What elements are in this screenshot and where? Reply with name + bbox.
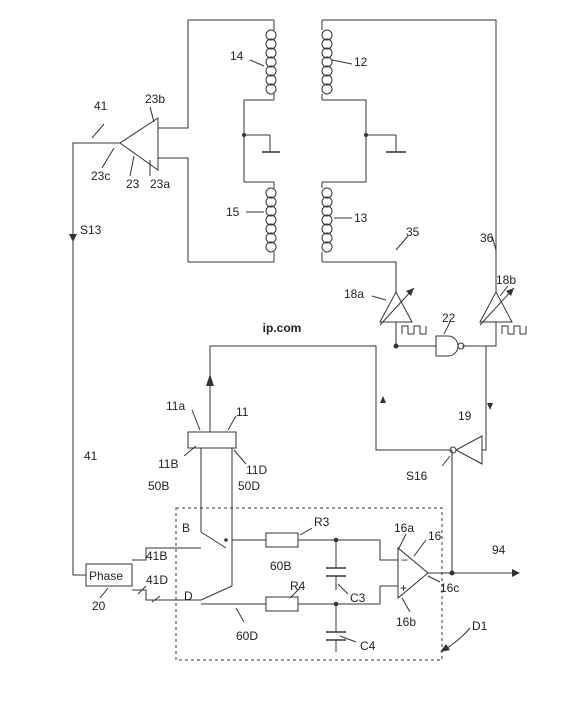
switch-B (200, 524, 233, 549)
resistor-R4 (265, 596, 299, 612)
centre-tap-left (242, 99, 274, 183)
switch-D (200, 540, 233, 605)
op-amp-16: − + (397, 546, 429, 600)
arrow-icon (440, 644, 450, 652)
amplifier-23 (100, 117, 159, 171)
phase-block (85, 563, 133, 587)
svg-text:+: + (400, 581, 407, 595)
label-16c: 16c (440, 581, 459, 595)
wire-41D (132, 589, 201, 601)
resistor-R3 (265, 532, 299, 548)
box-D1 (175, 507, 443, 661)
label-20: 20 (92, 599, 106, 613)
arrow-up-icon (380, 396, 386, 403)
label-18b: 18b (496, 273, 516, 287)
capacitor-C4 (326, 604, 346, 652)
arrow-down-icon (487, 403, 493, 410)
watermark: ip.com (263, 321, 302, 335)
label-15: 15 (226, 205, 240, 219)
label-S13: S13 (80, 223, 102, 237)
label-35: 35 (406, 225, 420, 239)
svg-text:−: − (401, 553, 408, 567)
arrow-icon (69, 234, 77, 242)
wire-loop-right (464, 345, 487, 451)
label-phase: Phase (89, 569, 123, 583)
nand-gate-22 (435, 335, 465, 357)
label-23b: 23b (145, 92, 165, 106)
wire-loop-left (375, 346, 452, 451)
label-50D: 50D (238, 479, 260, 493)
label-19: 19 (458, 409, 472, 423)
label-16a: 16a (394, 521, 414, 535)
label-41-mid: 41 (84, 449, 98, 463)
coil-14 (265, 20, 277, 100)
label-60D: 60D (236, 629, 258, 643)
coil-12 (321, 20, 333, 100)
label-C3: C3 (350, 591, 366, 605)
label-B: B (182, 521, 190, 535)
label-41B: 41B (146, 549, 167, 563)
component-11 (187, 431, 237, 449)
label-D: D (184, 589, 193, 603)
label-22: 22 (442, 311, 456, 325)
label-11B: 11B (158, 457, 178, 471)
wire-coil14-23b (158, 19, 274, 129)
wire-36 (322, 19, 497, 292)
wire-41B (132, 547, 201, 561)
label-R3: R3 (314, 515, 330, 529)
label-50B: 50B (148, 479, 169, 493)
label-41D: 41D (146, 573, 168, 587)
wire-41-s13 (72, 142, 100, 576)
centre-tap-right (322, 99, 397, 183)
arrow-right-icon (512, 569, 520, 577)
leader-lines (91, 59, 509, 643)
amplifier-19 (449, 435, 483, 465)
capacitor-C3 (326, 540, 346, 590)
label-16b: 16b (396, 615, 416, 629)
amplifier-18a (379, 287, 415, 326)
label-S16: S16 (406, 469, 428, 483)
label-23a: 23a (150, 177, 170, 191)
label-94: 94 (492, 543, 506, 557)
label-C4: C4 (360, 639, 376, 653)
wire-r3-out (298, 539, 398, 561)
wire-35 (322, 261, 397, 292)
amplifier-18b (479, 287, 515, 326)
label-R4: R4 (290, 579, 306, 593)
coil-15 (265, 182, 277, 262)
arrow-up-icon (206, 374, 214, 386)
label-23: 23 (126, 177, 140, 191)
pulse-wave-icon (501, 325, 527, 335)
label-D1: D1 (472, 619, 488, 633)
label-13: 13 (354, 211, 368, 225)
label-23c: 23c (91, 169, 110, 183)
label-16: 16 (428, 529, 442, 543)
junction-dot (393, 343, 399, 349)
label-60B: 60B (270, 559, 291, 573)
label-41-top: 41 (94, 99, 108, 113)
label-18a: 18a (344, 287, 364, 301)
pointer-D1 (443, 627, 471, 651)
wire-18b-out (462, 322, 497, 347)
label-36: 36 (480, 231, 494, 245)
wire-r4-out (298, 585, 398, 605)
label-11a: 11a (166, 399, 185, 413)
label-12: 12 (354, 55, 368, 69)
label-11D: 11D (246, 463, 267, 477)
label-14: 14 (230, 49, 244, 63)
wire-coil15-23a (158, 157, 274, 263)
label-11: 11 (236, 405, 249, 419)
pulse-wave-icon (401, 325, 427, 335)
wire-to-11 (209, 345, 376, 432)
coil-13 (321, 182, 333, 262)
